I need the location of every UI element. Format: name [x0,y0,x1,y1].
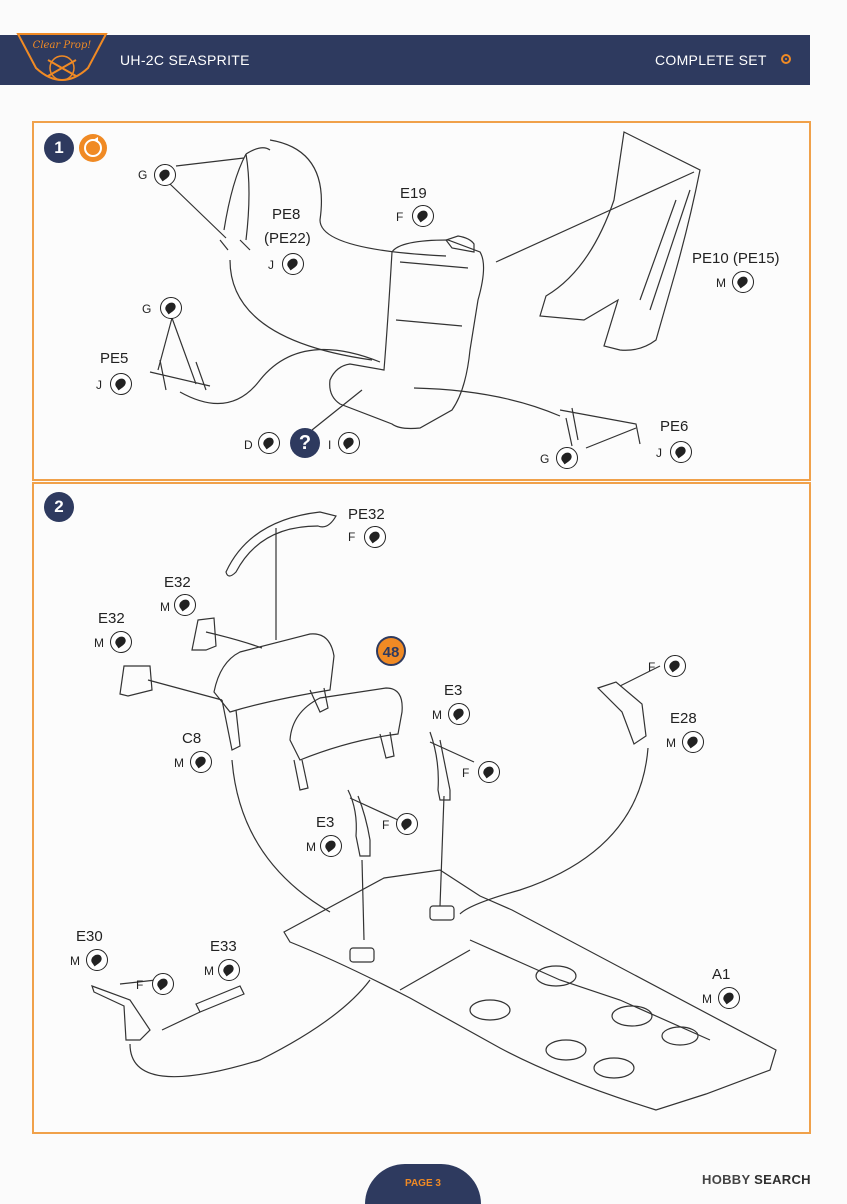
paint-drop-icon [160,297,182,319]
paint-code-pe32: F [348,530,356,544]
paint-code-d: D [244,438,253,452]
paint-drop-icon [152,973,174,995]
paint-code-pe10: M [716,276,726,290]
paint-code-pe8: J [268,258,274,272]
paint-code-f-stick-right: F [462,766,470,780]
part-label-pe32: PE32 [348,506,385,523]
target-icon [781,54,791,64]
paint-code-e30: M [70,954,80,968]
paint-drop-icon [670,441,692,463]
logo-badge: Clear Prop! [16,33,108,81]
paint-drop-icon [110,631,132,653]
part-label-e3-right: E3 [444,682,463,699]
part-label-e28: E28 [670,710,697,727]
paint-drop-icon [320,835,342,857]
paint-code-f-upper-right: F [648,660,656,674]
step-2-number: 2 [44,492,74,522]
part-label-e3-left: E3 [316,814,335,831]
part-label-pe5: PE5 [100,350,129,367]
paint-drop-icon [364,526,386,548]
step-1-panel [32,121,811,481]
paint-drop-icon [682,731,704,753]
part-label-e33: E33 [210,938,237,955]
paint-drop-icon [174,594,196,616]
paint-drop-icon [732,271,754,293]
header-bar [0,35,810,85]
paint-drop-icon [190,751,212,773]
watermark: HOBBY SEARCH [702,1172,811,1187]
part-label-e32-upper: E32 [164,574,191,591]
paint-drop-icon [282,253,304,275]
paint-code-e28: M [666,736,676,750]
paint-code-e32-lower: M [94,636,104,650]
paint-code-g3: G [540,452,550,466]
part-label-pe6: PE6 [660,418,689,435]
paint-code-e19: F [396,210,404,224]
paint-code-e3-left: M [306,840,316,854]
paint-drop-icon [218,959,240,981]
step-2-panel [32,482,811,1134]
paint-code-pe5: J [96,378,102,392]
paint-drop-icon [412,205,434,227]
paint-code-f-e30: F [136,978,144,992]
paint-drop-icon [258,432,280,454]
paint-drop-icon [664,655,686,677]
paint-drop-icon [338,432,360,454]
part-label-pe22: (PE22) [264,230,311,247]
paint-code-e3-right: M [432,708,442,722]
watermark-brand: HOBBY [702,1172,751,1187]
paint-drop-icon [86,949,108,971]
paint-code-e33: M [204,964,214,978]
part-label-c8: C8 [182,730,202,747]
paint-code-a1: M [702,992,712,1006]
part-label-e30: E30 [76,928,103,945]
reference-badge: 48 [376,636,406,666]
question-icon: ? [290,428,320,458]
watermark-search: SEARCH [754,1172,811,1187]
paint-drop-icon [448,703,470,725]
page-number: PAGE 3 [405,1178,441,1189]
paint-code-i: I [328,438,332,452]
paint-code-pe6: J [656,446,662,460]
paint-drop-icon [556,447,578,469]
part-label-pe10: PE10 (PE15) [692,250,780,267]
paint-code-f-stick-left: F [382,818,390,832]
paint-code-g2: G [142,302,152,316]
part-label-a1: A1 [712,966,731,983]
part-label-e19: E19 [400,185,427,202]
footer-tab [365,1164,481,1204]
part-label-e32-lower: E32 [98,610,125,627]
paint-drop-icon [396,813,418,835]
part-label-pe8: PE8 [272,206,301,223]
step-1-number: 1 [44,133,74,163]
paint-drop-icon [110,373,132,395]
paint-drop-icon [478,761,500,783]
header-title: UH-2C SEASPRITE [120,52,250,68]
paint-code-e32-upper: M [160,600,170,614]
paint-code-g1: G [138,168,148,182]
paint-drop-icon [718,987,740,1009]
paint-drop-icon [154,164,176,186]
paint-code-c8: M [174,756,184,770]
logo-text: Clear Prop! [33,40,92,51]
header-set-name: COMPLETE SET [655,52,767,68]
